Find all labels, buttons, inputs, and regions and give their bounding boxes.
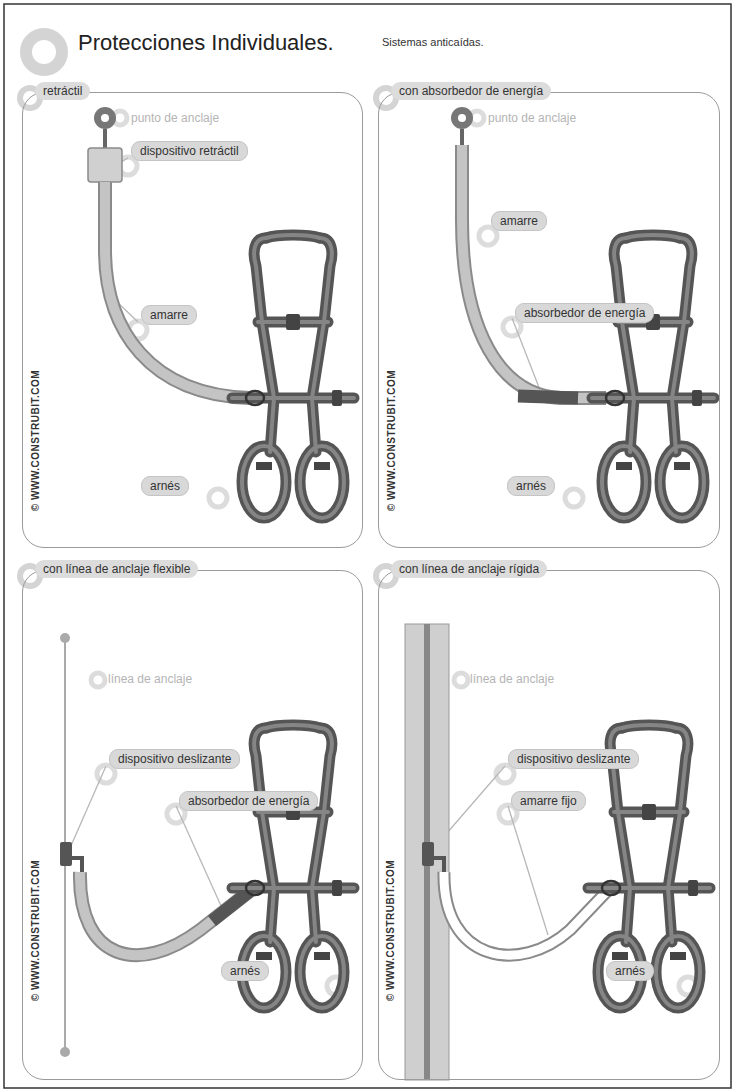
leader-lines (176, 806, 222, 908)
part-label: arnés (141, 476, 189, 496)
part-label-text: absorbedor de energía (188, 794, 309, 808)
label-rings (454, 673, 468, 687)
page-frame (4, 4, 731, 1088)
part-label-text: dispositivo retráctil (140, 144, 239, 158)
part-label: arnés (507, 476, 555, 496)
retractable-system (94, 107, 116, 129)
rigid-line-system (405, 624, 710, 1080)
anchor-point-label: punto de anclaje (131, 111, 219, 125)
page-frame (4, 4, 731, 1088)
leader-lines (70, 766, 106, 848)
retractable-system (88, 148, 122, 182)
flexible-line-system (60, 633, 70, 643)
subtitle: Sistemas anticaídas. (382, 36, 484, 48)
retractable-system (232, 235, 354, 518)
watermark: © WWW.CONSTRUBIT.COM (31, 859, 42, 1000)
part-label: arnés (221, 961, 269, 981)
rigid-line-system (434, 858, 444, 872)
absorber-system (460, 129, 464, 145)
label-rings (565, 489, 583, 507)
part-label-text: dispositivo deslizante (517, 752, 630, 766)
part-label: dispositivo deslizante (109, 749, 240, 769)
retractable-system (101, 114, 109, 122)
absorber-system (462, 145, 606, 398)
part-label-text: amarre (500, 214, 538, 228)
label-rings (209, 489, 227, 507)
flexible-line-system (212, 891, 250, 921)
watermark: © WWW.CONSTRUBIT.COM (31, 369, 42, 510)
panel-tab: retráctil (35, 82, 90, 100)
anchor-point-label: punto de anclaje (488, 111, 576, 125)
panel-tab: con absorbedor de energía (391, 82, 551, 100)
part-label: arnés (606, 961, 654, 981)
flexible-line-system (60, 633, 354, 1057)
part-label-text: arnés (150, 479, 180, 493)
watermark: © WWW.CONSTRUBIT.COM (387, 369, 398, 510)
page-frame (26, 34, 62, 70)
part-label-text: arnés (230, 964, 260, 978)
retractable-system (105, 182, 250, 398)
label-rings (479, 227, 497, 245)
watermark: © WWW.CONSTRUBIT.COM (386, 859, 397, 1000)
anchor-line-label: línea de anclaje (108, 672, 192, 686)
absorber-system (462, 145, 606, 398)
absorber-system (592, 235, 714, 518)
system-panel: con absorbedor de energíaamarreabsorbedo… (378, 92, 720, 548)
flexible-line-system (60, 1047, 70, 1057)
tab-rings (20, 88, 396, 586)
part-label-text: amarre (150, 308, 188, 322)
flexible-line-system (72, 858, 82, 872)
part-label: absorbedor de energía (515, 303, 654, 323)
part-label: dispositivo deslizante (508, 749, 639, 769)
leader-lines (70, 158, 548, 935)
rigid-line-system (405, 624, 449, 1080)
system-panel: retráctildispositivo retráctilamarrearné… (22, 92, 363, 548)
retractable-system (105, 182, 250, 398)
part-label: amarre (491, 211, 547, 231)
part-label: amarre (141, 305, 197, 325)
retractable-system (88, 107, 354, 518)
absorber-system (458, 114, 466, 122)
retractable-system (103, 129, 107, 150)
anchor-line-label: línea de anclaje (470, 672, 554, 686)
part-label-text: arnés (516, 479, 546, 493)
panel-tab: con línea de anclaje flexible (35, 560, 198, 578)
rigid-line-system (422, 842, 434, 866)
part-label-text: dispositivo deslizante (118, 752, 231, 766)
absorber-system (518, 396, 578, 398)
system-panel: con línea de anclaje flexibledispositivo… (22, 570, 363, 1080)
part-label-text: absorbedor de energía (524, 306, 645, 320)
leader-lines (508, 806, 548, 935)
absorber-system (451, 107, 473, 129)
part-label: amarre fijo (511, 791, 586, 811)
label-rings (91, 673, 105, 687)
system-panel: con línea de anclaje rígidadispositivo d… (378, 570, 720, 1080)
part-label: dispositivo retráctil (131, 141, 248, 161)
absorber-system (451, 107, 714, 518)
page-title: Protecciones Individuales. (78, 30, 334, 56)
panel-tab: con línea de anclaje rígida (391, 560, 547, 578)
part-label-text: amarre fijo (520, 794, 577, 808)
part-label: absorbedor de energía (179, 791, 318, 811)
part-label-text: arnés (615, 964, 645, 978)
flexible-line-system (60, 842, 72, 866)
